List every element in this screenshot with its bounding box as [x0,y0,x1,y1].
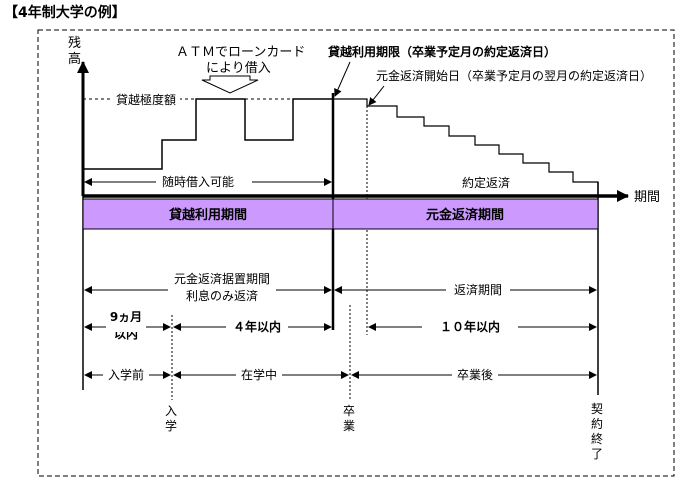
overdraft-deadline-label: 貸越利用期限（卒業予定月の約定返済日） [328,44,556,59]
entry-label-char-2: 学 [165,418,177,433]
deferment-label-line1: 元金返済据置期間 [174,271,270,286]
y-axis-label-char-1: 残 [68,36,81,51]
after-graduation-label: 卒業後 [457,368,493,382]
repayment-period-label: 返済期間 [454,282,502,297]
diagram-frame [37,29,675,477]
nine-months-label-line1: 9ヵ月 [110,310,142,324]
after-graduation-label-bg [452,367,498,383]
overdraft-limit-label: 貸越極度額 [116,92,176,107]
atm-label-line2: により借入 [206,61,271,76]
scheduled-repayment-label: 約定返済 [462,175,510,190]
repayment-start-label: 元金返済開始日（卒業予定月の翌月の約定返済日） [376,68,652,83]
ten-years-label: １０年以内 [440,319,500,334]
overdraft-deadline-pointer [334,61,351,97]
repayment-start-pointer [368,85,385,106]
balance-line-repayment [333,98,599,196]
entry-label-char-1: 入 [165,404,177,418]
balance-line-borrowing [83,98,333,170]
overdraft-limit-label-bg [112,91,180,107]
contract-end-label-char-1: 契 [591,402,603,416]
in-school-label-bg [236,367,282,383]
deferment-label-bg [168,270,276,304]
atm-callout-arrow [201,75,259,94]
principal-repayment-label: 元金返済期間 [426,207,504,223]
in-school-label: 在学中 [241,367,277,382]
before-entry-label: 入学前 [108,367,144,382]
overdraft-period-label: 貸越利用期間 [169,207,247,223]
before-entry-label-bg [103,367,149,383]
borrow-anytime-label: 随時借入可能 [162,174,234,189]
repayment-period-label-bg [446,281,510,298]
page-title: 【4年制大学の例】 [4,5,126,21]
atm-label-line1: ＡＴＭでローンカード [176,45,305,60]
borrow-anytime-label-bg [156,173,252,190]
contract-end-label-char-4: 了 [591,447,603,461]
deferment-label-line2: 利息のみ返済 [186,288,258,303]
contract-end-label-char-2: 約 [591,416,603,431]
ten-years-label-bg [422,318,518,335]
nine-months-label-bg [106,322,146,332]
four-years-label-bg [226,318,288,335]
graduation-label-char-1: 卒 [343,404,355,418]
principal-repayment-band [332,198,599,230]
contract-end-label-char-3: 終 [591,431,603,446]
y-axis-label-char-2: 高 [68,51,81,67]
graduation-label-char-2: 業 [343,419,355,433]
x-axis-label: 期間 [634,190,660,205]
four-years-label: ４年以内 [233,319,281,334]
